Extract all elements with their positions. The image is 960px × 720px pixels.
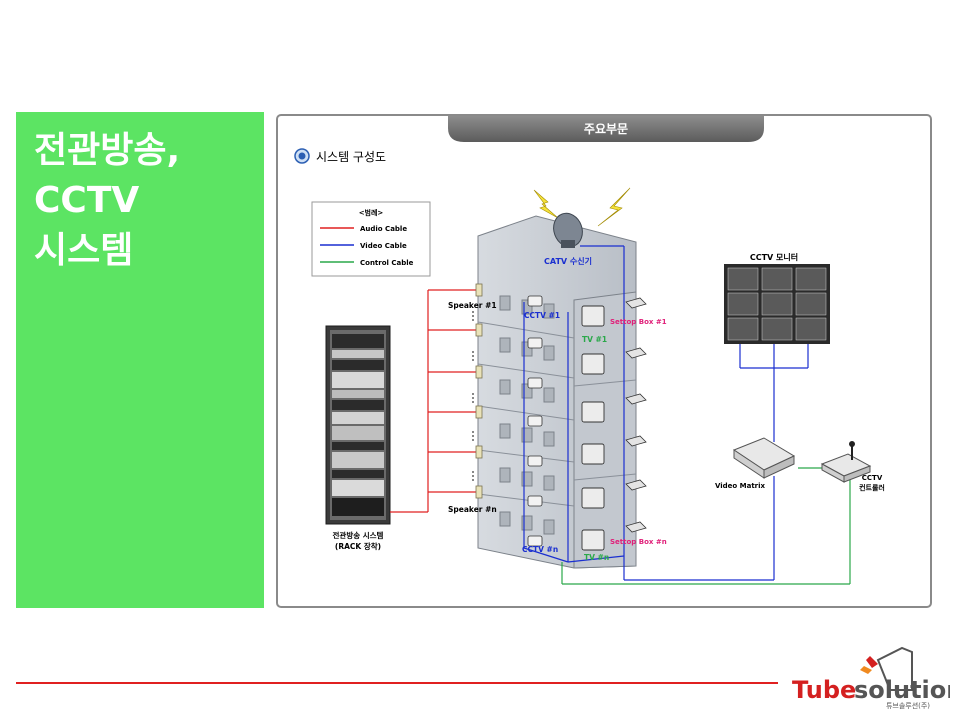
tv-last-label: TV #n — [584, 553, 609, 562]
brand-part2: solution — [854, 676, 950, 704]
catv-label: CATV 수신기 — [544, 256, 592, 266]
system-diagram: 주요부문 시스템 구성도 <범례> Audio Cable Video Cabl… — [294, 116, 885, 585]
video-cabling — [523, 245, 809, 581]
top-tab: 주요부문 — [448, 116, 764, 142]
controller-label-1: CCTV — [862, 474, 883, 482]
cctv-monitor-wall: CCTV 모니터 — [724, 252, 830, 344]
ellipsis-dots — [472, 311, 474, 481]
rack-label-2: (RACK 장착) — [335, 541, 381, 551]
title-panel: 전관방송, CCTV 시스템 — [16, 112, 264, 608]
settop-last-label: Settop Box #n — [610, 538, 667, 546]
company-name: 튜브솔루션(주) — [886, 701, 930, 710]
video-matrix-icon: Video Matrix — [715, 437, 796, 490]
cctv-camera-icons — [527, 295, 543, 547]
speaker-icons — [475, 283, 483, 499]
company-logo: Tube solution 튜브솔루션(주) — [790, 644, 960, 712]
tv-icons — [581, 305, 605, 551]
legend: <범례> Audio Cable Video Cable Control Cab… — [311, 201, 431, 277]
audio-cabling — [390, 289, 476, 513]
section-heading: 시스템 구성도 — [294, 148, 386, 164]
logo-mark-icon: Tube solution 튜브솔루션(주) — [792, 646, 960, 710]
tab-label: 주요부문 — [584, 122, 628, 136]
speaker-first-label: Speaker #1 — [448, 301, 497, 310]
footer-divider — [16, 682, 778, 684]
legend-title: <범례> — [359, 208, 384, 217]
cctv-last-label: CCTV #n — [522, 545, 558, 554]
equipment-rack: 전관방송 시스템 (RACK 장착) — [325, 325, 391, 551]
tv-first-label: TV #1 — [582, 335, 607, 344]
matrix-label: Video Matrix — [715, 482, 766, 490]
legend-control: Control Cable — [360, 259, 414, 267]
settop-first-label: Settop Box #1 — [610, 318, 667, 326]
control-cabling — [561, 467, 851, 585]
satellite-dish-icon: CATV 수신기 — [544, 212, 592, 266]
legend-video: Video Cable — [360, 242, 407, 250]
monitor-label: CCTV 모니터 — [750, 252, 798, 262]
cctv-controller-icon: CCTV 컨트롤러 — [820, 441, 885, 492]
speaker-last-label: Speaker #n — [448, 505, 497, 514]
slide-title: 전관방송, CCTV 시스템 — [34, 130, 181, 271]
cctv-first-label: CCTV #1 — [524, 311, 560, 320]
brand-part1: Tube — [792, 676, 856, 704]
building — [477, 215, 637, 569]
section-title: 시스템 구성도 — [316, 150, 386, 164]
legend-audio: Audio Cable — [360, 225, 407, 233]
controller-label-2: 컨트롤러 — [859, 483, 885, 492]
settop-box-icons — [625, 297, 647, 533]
diagram-frame: 주요부문 시스템 구성도 <범례> Audio Cable Video Cabl… — [276, 114, 932, 608]
rack-label-1: 전관방송 시스템 — [333, 530, 384, 540]
